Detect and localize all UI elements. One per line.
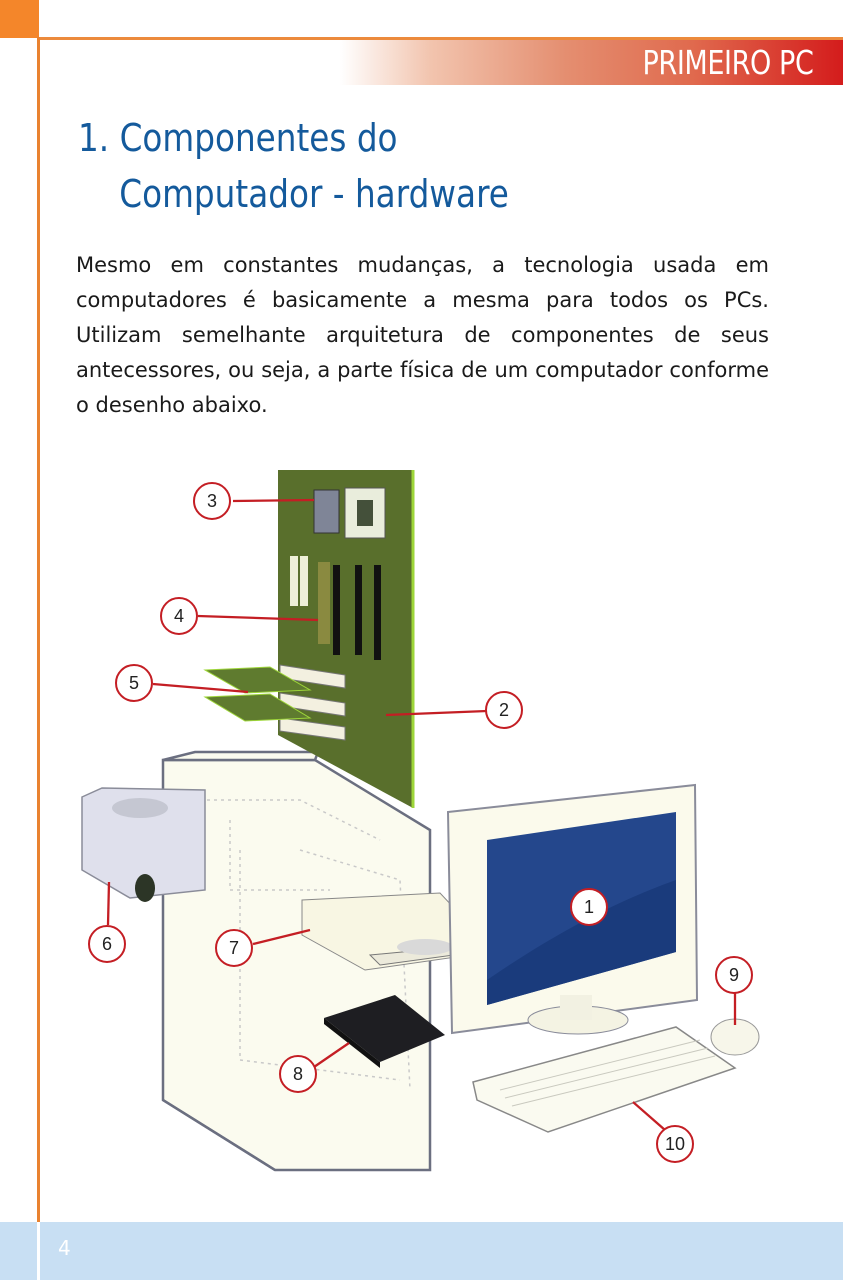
- intro-paragraph: Mesmo em constantes mudanças, a tecnolog…: [76, 248, 769, 423]
- callout-4: 4: [160, 597, 198, 635]
- paragraph-text: Mesmo em constantes mudanças, a tecnolog…: [76, 253, 769, 417]
- page-title: 1. Componentes do Computador - hardware: [78, 110, 509, 222]
- footer-bar: [0, 1222, 843, 1280]
- title-line-1: 1. Componentes do: [78, 116, 398, 160]
- callout-9: 9: [715, 956, 753, 994]
- section-label: PRIMEIRO PC: [642, 43, 813, 82]
- section-banner: PRIMEIRO PC: [340, 40, 843, 85]
- keyboard: [472, 1026, 737, 1133]
- callout-3: 3: [193, 482, 231, 520]
- callout-6: 6: [88, 925, 126, 963]
- callout-1: 1: [570, 888, 608, 926]
- callout-8: 8: [279, 1055, 317, 1093]
- computer-illustration: [81, 470, 760, 1172]
- title-line-2: Computador - hardware: [119, 172, 509, 216]
- callout-7: 7: [215, 929, 253, 967]
- hard-disk: [324, 995, 445, 1068]
- callout-5: 5: [115, 664, 153, 702]
- leader-lines: [106, 498, 737, 1131]
- footer-separator: [37, 1222, 40, 1280]
- hardware-diagram: 3 4 5 2 1 6 7 9 8 10: [60, 460, 840, 1180]
- header-rule: [37, 37, 843, 40]
- callout-2: 2: [485, 691, 523, 729]
- motherboard: [203, 470, 415, 808]
- callout-10: 10: [656, 1125, 694, 1163]
- page-number: 4: [58, 1236, 71, 1260]
- power-supply: [81, 787, 206, 902]
- corner-accent: [0, 0, 39, 38]
- margin-rule: [37, 37, 40, 1222]
